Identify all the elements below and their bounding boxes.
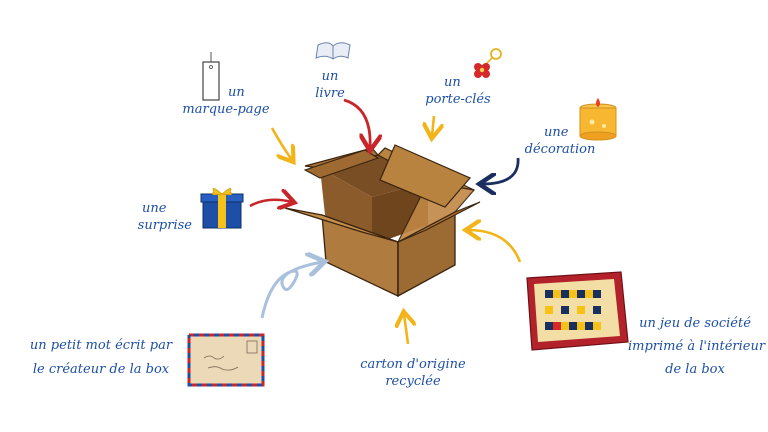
label-porte-cles: un porte-clés xyxy=(416,74,500,108)
candle-icon xyxy=(579,98,617,141)
letter-icon xyxy=(187,333,265,387)
book-icon xyxy=(315,42,351,60)
label-line: surprise xyxy=(137,218,192,233)
label-carton: carton d'origine recyclée xyxy=(358,356,468,390)
arrow-book xyxy=(343,98,370,148)
label-line: de la box xyxy=(665,362,725,377)
arrow-recycled-carton xyxy=(404,314,408,345)
arrow-surprise xyxy=(249,200,292,206)
label-jeu-de-societe: un jeu de société imprimé à l'intérieur … xyxy=(628,312,766,381)
label-line: un jeu de société xyxy=(639,316,751,331)
label-livre: un livre xyxy=(300,68,360,102)
arrow-keychain xyxy=(432,115,434,136)
label-decoration: une décoration xyxy=(518,124,602,158)
label-petit-mot: un petit mot écrit par le créateur de la… xyxy=(26,334,176,382)
label-line: décoration xyxy=(524,142,596,157)
label-line: une xyxy=(544,125,569,140)
label-line: marque-page xyxy=(182,102,270,117)
label-line: porte-clés xyxy=(425,92,491,107)
label-line: recyclée xyxy=(385,374,441,389)
arrow-decoration xyxy=(482,157,520,184)
keychain-icon xyxy=(474,48,502,78)
board-game-icon xyxy=(526,271,629,351)
label-line: un xyxy=(321,69,339,84)
gift-icon xyxy=(200,188,244,229)
label-line: une xyxy=(142,201,167,216)
label-marque-page: un marque-page xyxy=(178,84,274,118)
arrow-board-game xyxy=(468,230,522,263)
label-line: carton d'origine xyxy=(360,357,466,372)
label-surprise: une surprise xyxy=(128,200,192,234)
label-line: un xyxy=(444,75,461,90)
label-line: le créateur de la box xyxy=(32,362,170,377)
label-line: imprimé à l'intérieur xyxy=(628,339,766,354)
label-line: un xyxy=(228,85,245,100)
arrow-bookmark xyxy=(270,127,292,160)
cardboard-box-icon xyxy=(284,144,481,298)
bookmark-icon xyxy=(202,52,220,101)
label-line: livre xyxy=(315,86,345,101)
arrow-letter xyxy=(260,262,322,319)
label-line: un petit mot écrit par xyxy=(29,338,173,353)
